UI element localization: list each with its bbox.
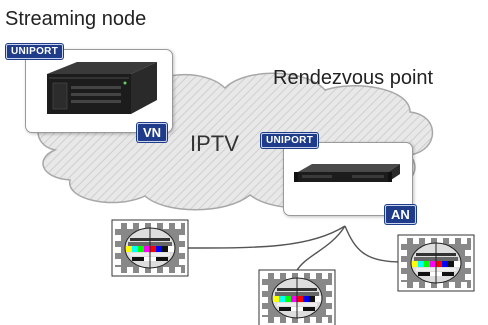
link-bottom-display bbox=[295, 225, 346, 273]
server-4u-icon bbox=[47, 62, 157, 114]
link-left-display bbox=[187, 225, 346, 249]
link-right-display bbox=[344, 225, 402, 263]
streaming-node-card bbox=[25, 49, 173, 133]
iptv-label: IPTV bbox=[190, 131, 239, 156]
an-badge: AN bbox=[385, 205, 416, 224]
display-left-test-pattern-icon bbox=[111, 219, 189, 277]
display-right-test-pattern-icon bbox=[397, 234, 475, 292]
rendezvous-point-label: Rendezvous point bbox=[273, 67, 434, 89]
uniport-logo-an: UNIPORT bbox=[261, 133, 319, 148]
connection-lines bbox=[187, 225, 402, 273]
rendezvous-point-card bbox=[283, 142, 413, 216]
server-1u-icon bbox=[294, 164, 400, 182]
uniport-logo-vn: UNIPORT bbox=[6, 44, 64, 59]
display-bottom-test-pattern-icon bbox=[258, 269, 336, 325]
vn-badge: VN bbox=[137, 123, 168, 142]
streaming-node-label: Streaming node bbox=[5, 8, 147, 30]
